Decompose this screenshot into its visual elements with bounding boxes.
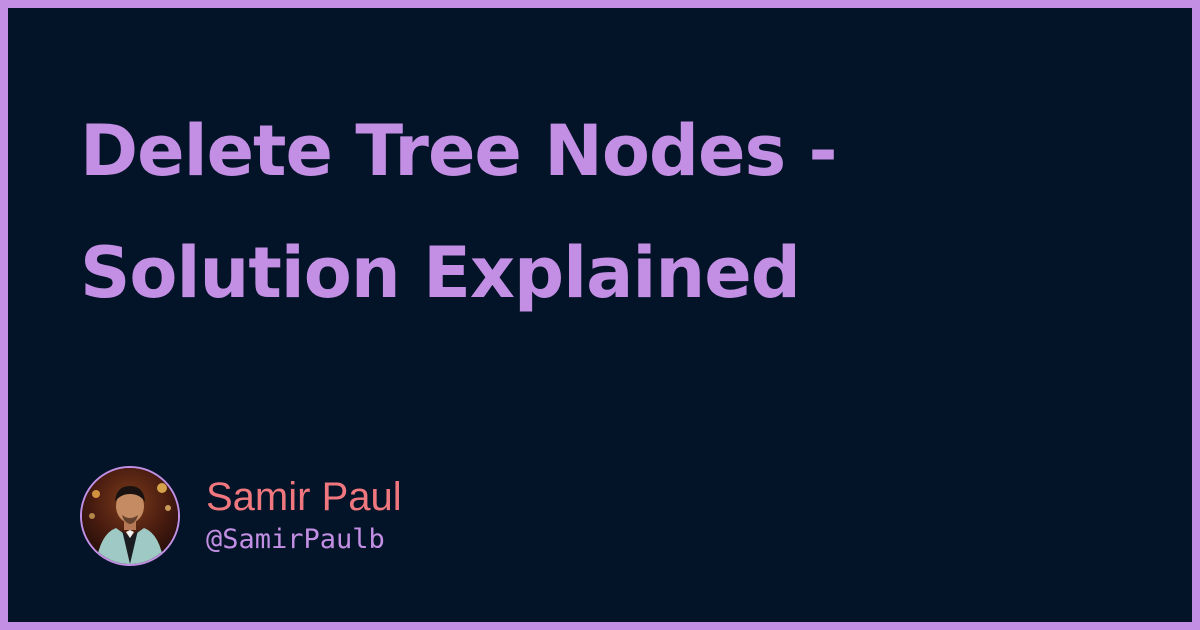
author-avatar bbox=[80, 466, 180, 566]
post-title: Delete Tree Nodes - Solution Explained bbox=[80, 90, 1080, 334]
author-name: Samir Paul bbox=[206, 475, 402, 519]
person-photo-avatar-icon bbox=[82, 468, 178, 564]
post-title-line-1: Delete Tree Nodes - bbox=[80, 110, 838, 192]
author-handle: @SamirPaulb bbox=[206, 524, 385, 555]
author-info: Samir Paul @SamirPaulb bbox=[206, 475, 402, 557]
post-title-line-2: Solution Explained bbox=[80, 232, 801, 314]
author-block: Samir Paul @SamirPaulb bbox=[80, 466, 402, 566]
